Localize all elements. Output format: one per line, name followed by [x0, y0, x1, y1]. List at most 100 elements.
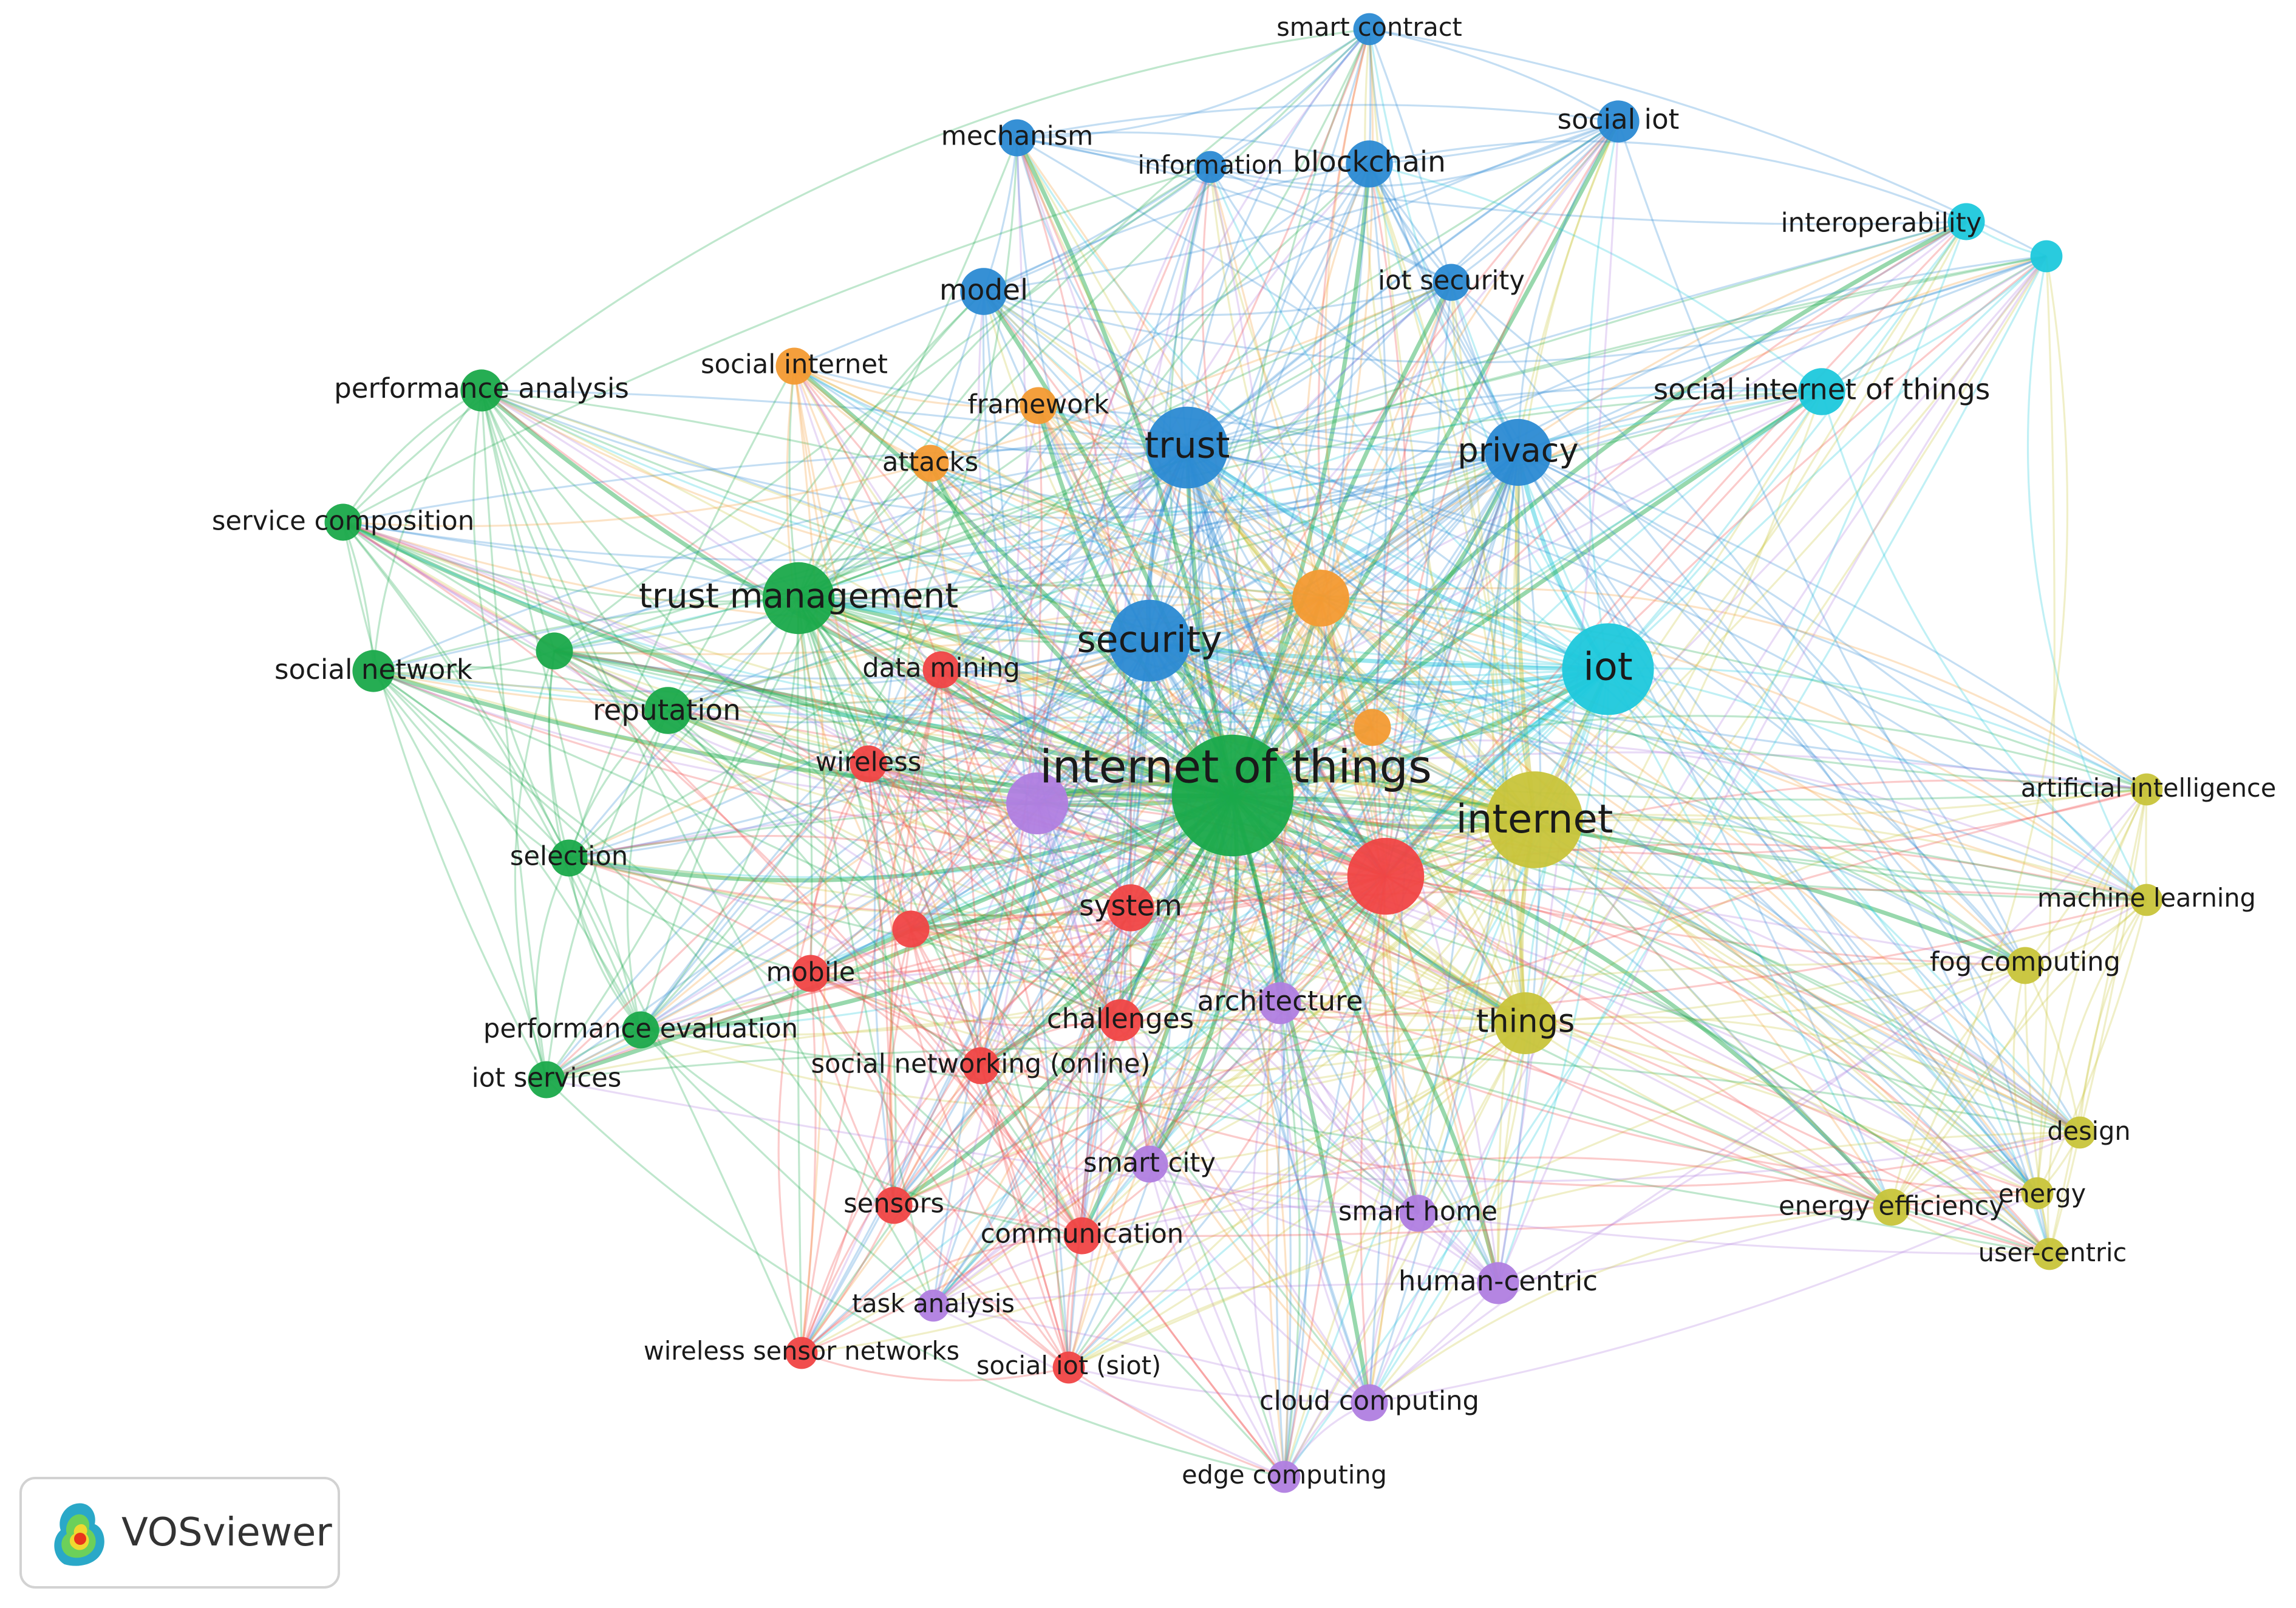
node-label[interactable]: smart home [1338, 1197, 1497, 1227]
node-human-centric[interactable] [1477, 1262, 1519, 1304]
node-label[interactable]: edge computing [1182, 1460, 1387, 1490]
node-label[interactable]: security [1077, 619, 1222, 661]
node-interoperability[interactable] [1947, 203, 1985, 240]
node-blockchain[interactable] [1346, 140, 1393, 188]
node-label[interactable]: smart city [1083, 1148, 1216, 1179]
node-label[interactable]: trust management [639, 577, 958, 616]
node-label[interactable]: social internet of things [1654, 373, 1991, 407]
node-label[interactable]: system [1079, 890, 1182, 923]
node-label[interactable]: interoperability [1781, 208, 1982, 239]
node-label[interactable]: trust [1145, 424, 1230, 467]
node-information[interactable] [1194, 151, 1227, 183]
node-label[interactable]: service composition [212, 506, 474, 537]
node-label[interactable]: wireless [816, 748, 922, 778]
node-label[interactable]: information [1138, 151, 1283, 180]
node-reputation[interactable] [644, 687, 692, 734]
node-label[interactable]: communication [981, 1219, 1184, 1250]
node-energy-efficiency[interactable] [1873, 1188, 1910, 1226]
node-system[interactable] [1107, 884, 1154, 932]
node-label[interactable]: social networking (online) [811, 1049, 1151, 1080]
node-iot[interactable] [1562, 623, 1654, 715]
node-red-unlabeled[interactable] [892, 910, 930, 948]
node-artificial-intelligence[interactable] [2130, 773, 2163, 806]
node-privacy[interactable] [1484, 418, 1552, 486]
node-label[interactable]: mobile [766, 958, 856, 988]
node-label[interactable]: internet [1456, 796, 1613, 842]
node-label[interactable]: social iot (siot) [976, 1351, 1161, 1380]
node-cloud-computing[interactable] [1351, 1384, 1388, 1422]
node-attacks[interactable] [911, 445, 949, 482]
node-label[interactable]: challenges [1047, 1003, 1194, 1035]
node-internet[interactable] [1486, 771, 1583, 868]
node-selection[interactable] [550, 839, 588, 877]
node-social-network[interactable] [352, 650, 395, 692]
node-orange-small[interactable] [1354, 709, 1391, 746]
node-data-mining[interactable] [922, 651, 960, 689]
node-challenges[interactable] [1099, 999, 1142, 1041]
node-label[interactable]: performance analysis [334, 372, 629, 404]
node-label[interactable]: privacy [1457, 431, 1578, 469]
node-label[interactable]: internet of things [1040, 741, 1432, 794]
node-green-unlabeled[interactable] [536, 632, 573, 670]
node-label[interactable]: human-centric [1398, 1265, 1598, 1297]
node-user-centric[interactable] [2033, 1238, 2066, 1270]
node-label[interactable]: task analysis [852, 1289, 1015, 1318]
node-label[interactable]: artificial intelligence [2021, 774, 2277, 803]
node-social-internet-of-things[interactable] [1798, 368, 1845, 415]
node-framework[interactable] [1020, 387, 1057, 424]
node-edge-computing[interactable] [1268, 1460, 1301, 1493]
node-label[interactable]: social internet [701, 350, 888, 380]
node-performance-evaluation[interactable] [622, 1011, 659, 1049]
node-label[interactable]: energy [1998, 1179, 2086, 1208]
node-wireless[interactable] [850, 745, 887, 783]
node-purple-hub[interactable] [1006, 772, 1068, 834]
node-label[interactable]: architecture [1197, 985, 1363, 1017]
node-label[interactable]: user-centric [1978, 1238, 2127, 1267]
node-label[interactable]: things [1476, 1003, 1575, 1040]
node-label[interactable]: selection [510, 842, 628, 872]
node-energy[interactable] [2021, 1177, 2054, 1210]
node-trust[interactable] [1146, 406, 1228, 489]
node-label[interactable]: attacks [882, 448, 978, 478]
node-trust-management[interactable] [762, 562, 835, 635]
node-smart-city[interactable] [1131, 1145, 1168, 1183]
node-model[interactable] [960, 268, 1007, 315]
node-red-hub[interactable] [1347, 837, 1425, 915]
node-label[interactable]: fog computing [1930, 947, 2121, 978]
node-social-networking-online-[interactable] [962, 1047, 1000, 1085]
node-performance-analysis[interactable] [460, 369, 503, 412]
node-smart-home[interactable] [1399, 1194, 1437, 1232]
node-label[interactable]: iot [1583, 644, 1633, 689]
node-service-composition[interactable] [324, 503, 362, 541]
node-architecture[interactable] [1259, 982, 1301, 1024]
node-label[interactable]: mechanism [941, 121, 1094, 152]
node-wireless-sensor-networks[interactable] [785, 1337, 818, 1369]
node-label[interactable]: iot security [1378, 266, 1525, 296]
node-label[interactable]: wireless sensor networks [644, 1337, 959, 1366]
node-task-analysis[interactable] [917, 1289, 950, 1322]
node-label[interactable]: blockchain [1293, 146, 1446, 179]
node-label[interactable]: smart contract [1276, 13, 1462, 42]
node-label[interactable]: iot services [472, 1063, 622, 1094]
node-label[interactable]: reputation [593, 694, 741, 727]
node-label[interactable]: performance evaluation [483, 1014, 798, 1044]
node-smart-contract[interactable] [1353, 13, 1386, 46]
node-iot-services[interactable] [528, 1061, 565, 1099]
node-social-iot[interactable] [1597, 100, 1640, 143]
node-iot-security[interactable] [1432, 264, 1470, 301]
node-label[interactable]: social iot [1558, 103, 1680, 135]
node-internet-of-things[interactable] [1171, 734, 1294, 857]
node-things[interactable] [1494, 992, 1556, 1054]
node-label[interactable]: energy efficiency [1779, 1191, 2005, 1222]
node-label[interactable]: design [2047, 1117, 2130, 1146]
node-machine-learning[interactable] [2130, 884, 2163, 916]
node-sensors[interactable] [875, 1187, 913, 1224]
node-social-iot-siot-[interactable] [1052, 1351, 1085, 1384]
node-mobile[interactable] [792, 955, 829, 992]
node-label[interactable]: model [939, 274, 1028, 307]
node-design[interactable] [2063, 1116, 2096, 1149]
node-mechanism[interactable] [998, 119, 1036, 157]
node-fog-computing[interactable] [2006, 947, 2044, 984]
